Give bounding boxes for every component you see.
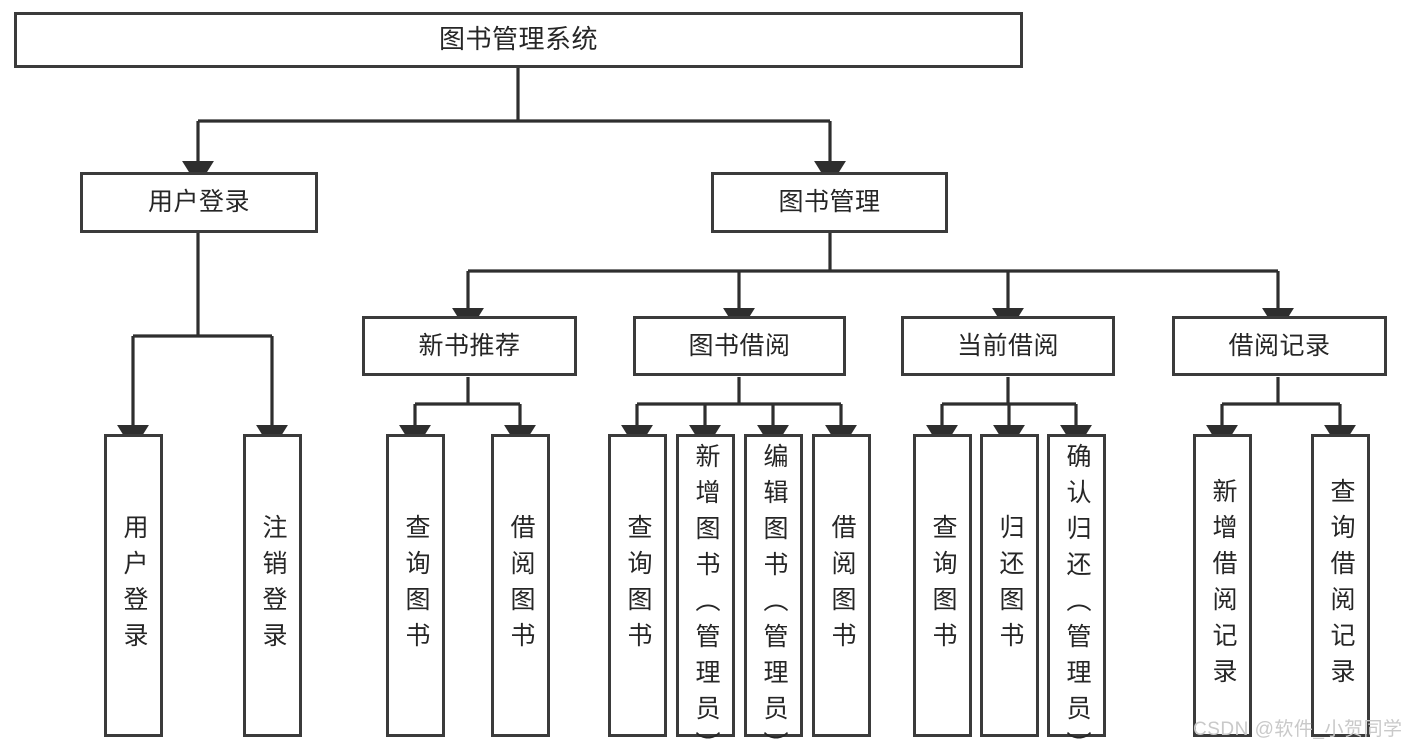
node-label: 编辑图书（管理员） bbox=[760, 443, 788, 747]
node-borrow-record[interactable]: 借阅记录 bbox=[1172, 316, 1387, 376]
leaf-borrow-book-recommend[interactable]: 借阅图书 bbox=[491, 434, 550, 737]
node-current-borrow[interactable]: 当前借阅 bbox=[901, 316, 1115, 376]
node-user-login[interactable]: 用户登录 bbox=[80, 172, 318, 233]
node-label: 用户登录 bbox=[147, 188, 250, 217]
node-label: 查询图书 bbox=[624, 513, 652, 658]
node-label: 归还图书 bbox=[996, 513, 1024, 658]
node-book-management[interactable]: 图书管理 bbox=[711, 172, 948, 233]
node-label: 确认归还（管理员） bbox=[1063, 443, 1091, 747]
leaf-user-login[interactable]: 用户登录 bbox=[104, 434, 163, 737]
node-new-book-recommend[interactable]: 新书推荐 bbox=[362, 316, 577, 376]
leaf-query-book-current[interactable]: 查询图书 bbox=[913, 434, 972, 737]
leaf-query-book-recommend[interactable]: 查询图书 bbox=[386, 434, 445, 737]
leaf-borrow-book[interactable]: 借阅图书 bbox=[812, 434, 871, 737]
node-label: 查询图书 bbox=[402, 513, 430, 658]
leaf-logout[interactable]: 注销登录 bbox=[243, 434, 302, 737]
node-label: 当前借阅 bbox=[956, 331, 1059, 360]
node-label: 新增借阅记录 bbox=[1209, 477, 1237, 694]
node-book-borrow[interactable]: 图书借阅 bbox=[633, 316, 846, 376]
leaf-edit-book[interactable]: 编辑图书（管理员） bbox=[744, 434, 803, 747]
node-label: 新书推荐 bbox=[418, 331, 521, 360]
node-label: 借阅图书 bbox=[828, 513, 856, 658]
leaf-confirm-return[interactable]: 确认归还（管理员） bbox=[1047, 434, 1106, 747]
node-label: 图书管理 bbox=[778, 188, 881, 217]
node-label: 图书借阅 bbox=[688, 331, 791, 360]
node-label: 新增图书（管理员） bbox=[692, 443, 720, 747]
leaf-add-borrow-record[interactable]: 新增借阅记录 bbox=[1193, 434, 1252, 737]
node-label: 借阅图书 bbox=[507, 513, 535, 658]
node-label: 借阅记录 bbox=[1228, 331, 1331, 360]
node-label: 用户登录 bbox=[120, 513, 148, 658]
leaf-return-book[interactable]: 归还图书 bbox=[980, 434, 1039, 737]
node-book-management-system[interactable]: 图书管理系统 bbox=[14, 12, 1023, 68]
watermark-text: CSDN @软件_小贺同学 bbox=[1193, 719, 1403, 740]
node-label: 图书管理系统 bbox=[438, 24, 598, 55]
leaf-add-book[interactable]: 新增图书（管理员） bbox=[676, 434, 735, 747]
node-label: 查询借阅记录 bbox=[1327, 477, 1355, 694]
node-label: 查询图书 bbox=[929, 513, 957, 658]
node-label: 注销登录 bbox=[259, 513, 287, 658]
leaf-query-borrow-record[interactable]: 查询借阅记录 bbox=[1311, 434, 1370, 737]
leaf-query-book-borrow[interactable]: 查询图书 bbox=[608, 434, 667, 737]
